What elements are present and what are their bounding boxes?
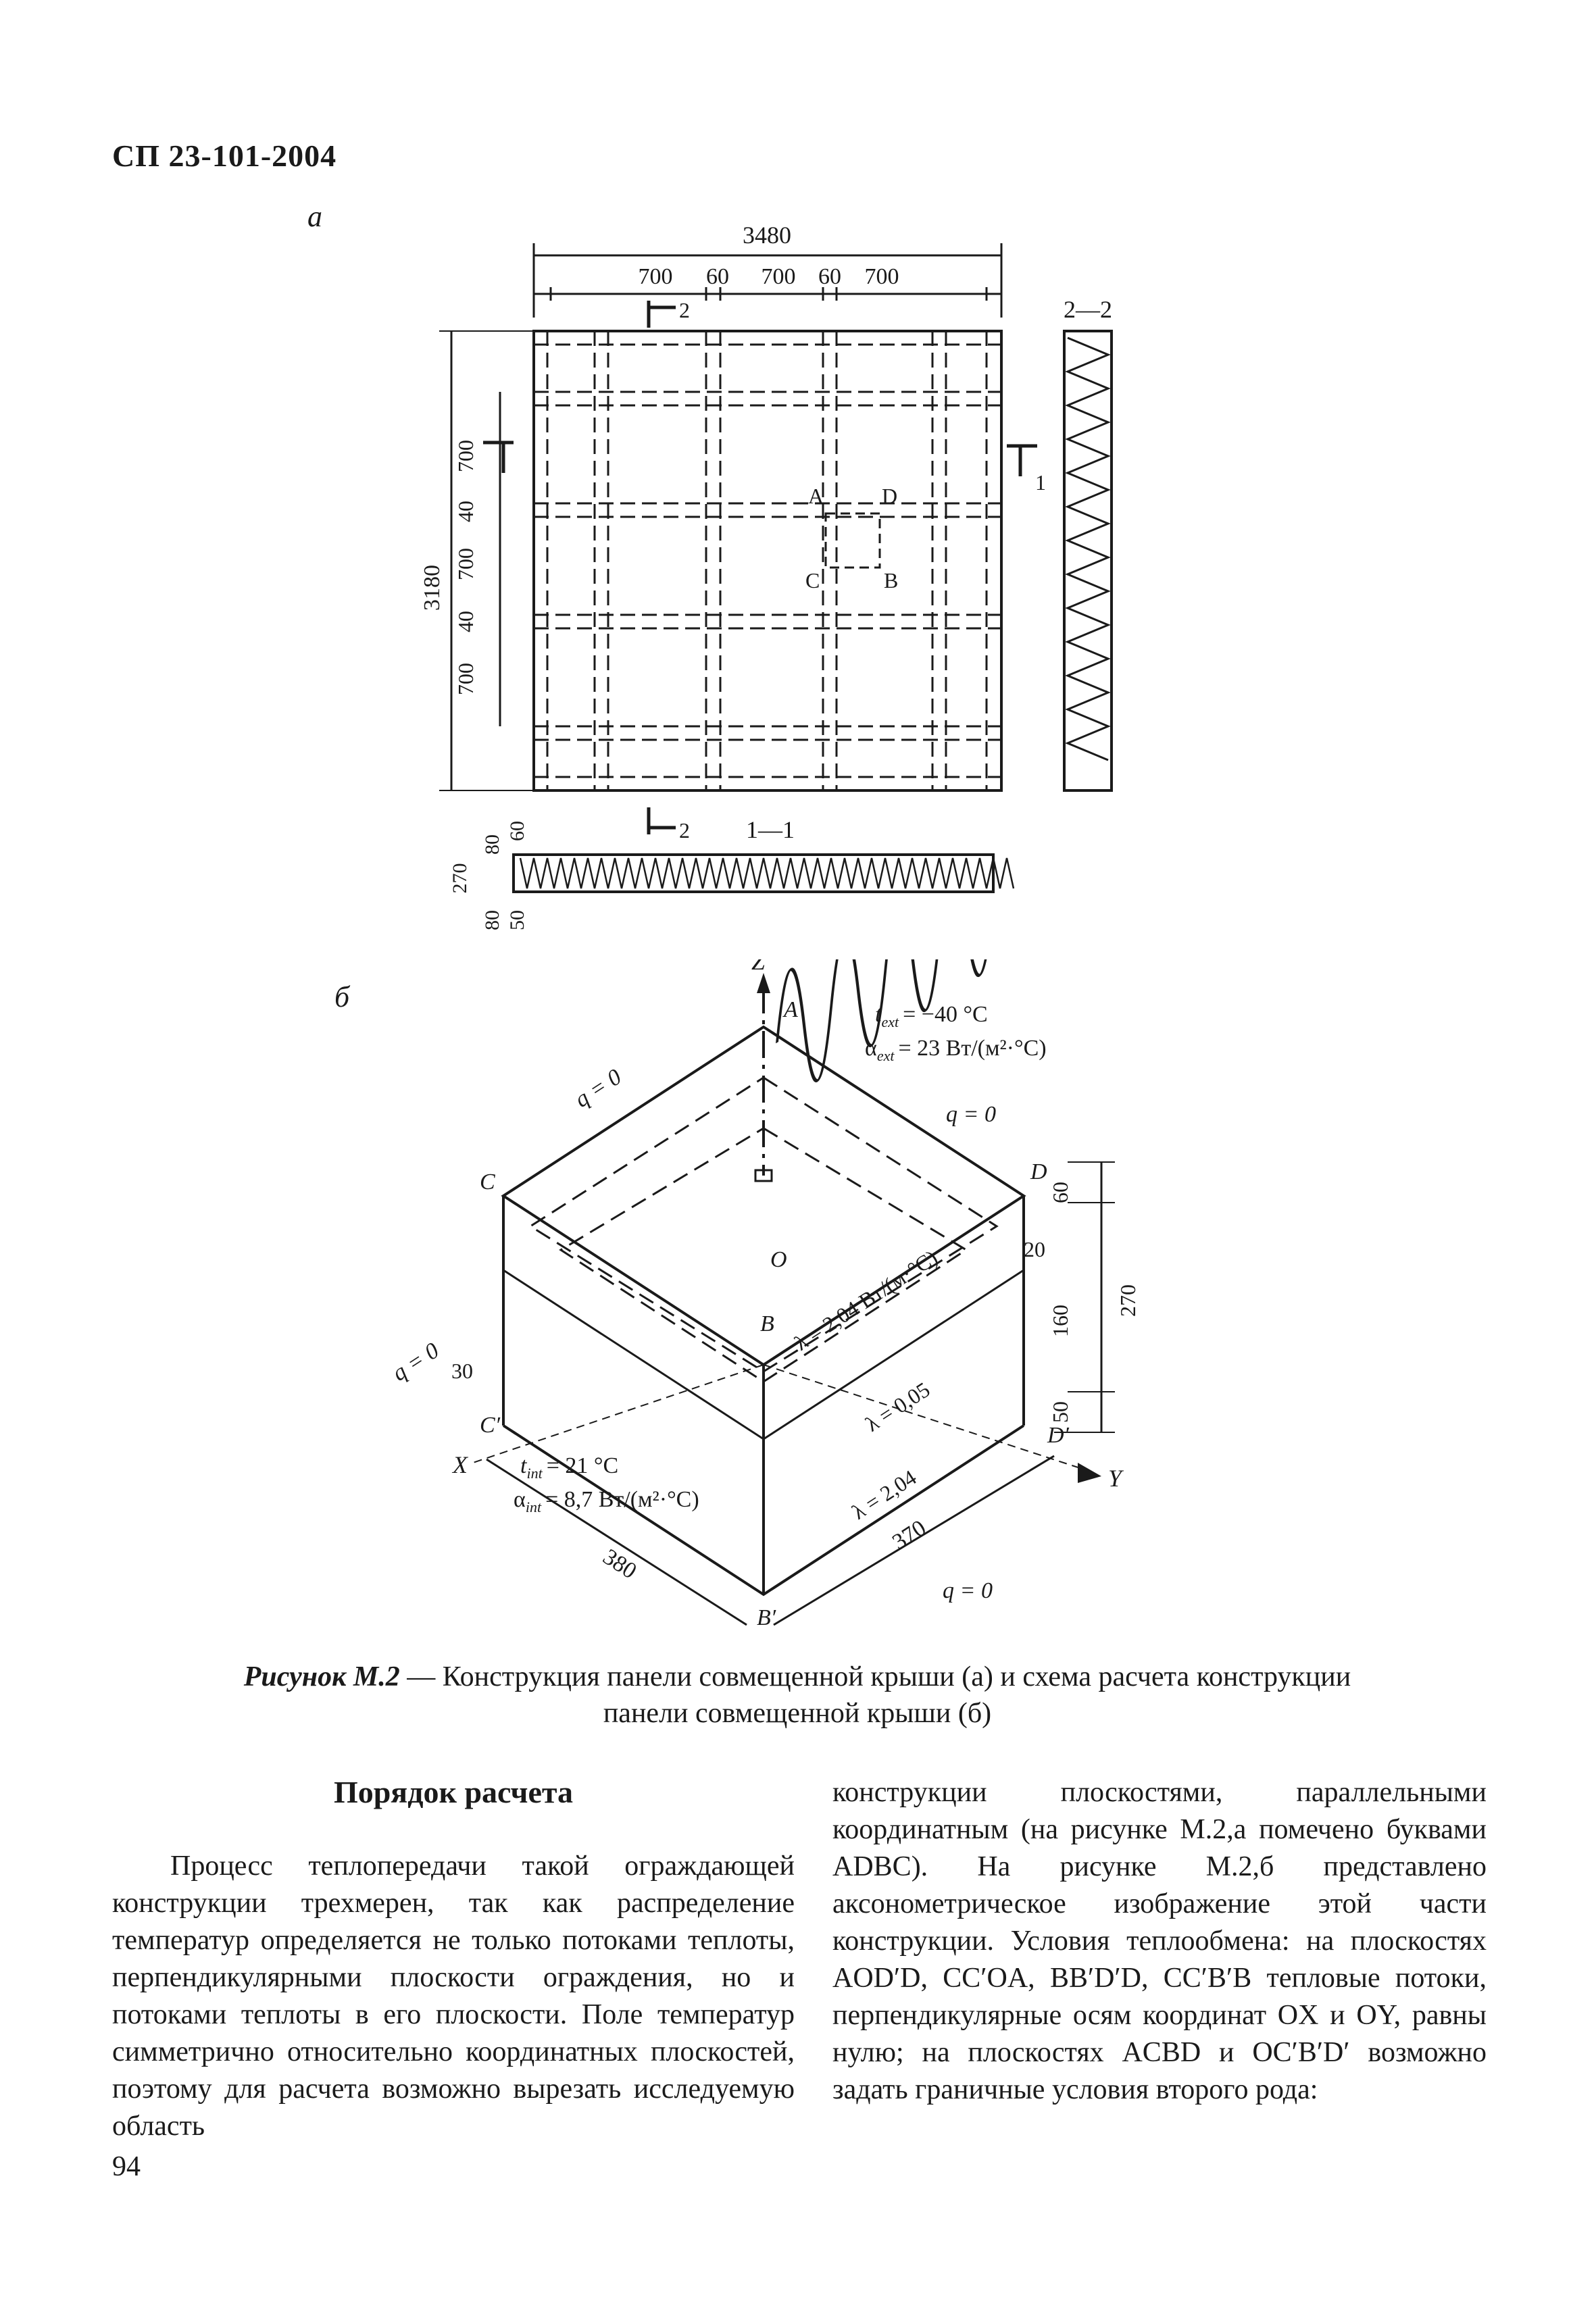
section-mark-1: 1 (1035, 470, 1046, 495)
dim-h-seg-3: 700 (453, 548, 478, 580)
body-column-left: Процесс теплопередачи такой ограждающей … (112, 1848, 795, 2145)
area-adbc (824, 512, 881, 569)
section-mark-2-top: 2 (679, 298, 690, 322)
section-1-1-drawing (512, 853, 995, 893)
dim-h-seg-4: 40 (453, 611, 478, 632)
dim-s1-270: 270 (449, 863, 471, 894)
dim-s1-50: 50 (506, 910, 528, 930)
point-d: D (1030, 1159, 1047, 1184)
dim-h-seg-5: 700 (453, 663, 478, 695)
roof-panel-outline (532, 330, 1003, 792)
point-o: O (770, 1247, 787, 1272)
point-c-label: C (805, 568, 820, 593)
point-a-label: A (808, 484, 824, 508)
point-d-prime: D′ (1047, 1423, 1070, 1448)
dim-380: 380 (599, 1544, 641, 1584)
figure-a-panel-drawing: а 3480 700 60 700 60 700 2 2 (307, 200, 1113, 930)
section-heading: Порядок расчета (333, 1775, 574, 1809)
section-2-2-drawing (1063, 330, 1113, 792)
dim-seg-5: 700 (865, 264, 899, 289)
dim-h-seg-1: 700 (453, 440, 478, 472)
dim-60: 60 (1048, 1182, 1072, 1203)
axis-x-label: X (451, 1451, 469, 1478)
t-int-symbol: tint= 21 °С (520, 1453, 618, 1482)
dim-seg-2: 60 (706, 264, 729, 289)
page-number: 94 (112, 2151, 141, 2182)
document-code-header: СП 23-101-2004 (112, 139, 337, 173)
dim-270: 270 (1116, 1284, 1140, 1317)
dim-s1-80-bottom: 80 (481, 910, 503, 930)
point-b: B (760, 1311, 774, 1336)
point-b-prime: B′ (757, 1605, 776, 1630)
body-paragraph-left: Процесс теплопередачи такой ограждающей … (112, 1851, 795, 2142)
dim-s1-60: 60 (506, 821, 528, 841)
figure-b-axonometric-scheme: б Z X Y A C D O B C′ D′ B′ text= −40 °С … (334, 959, 1140, 1630)
alpha-ext-symbol: αext= 23 Вт/(м²·°С) (865, 1036, 1047, 1064)
point-d-label: D (882, 484, 897, 508)
dim-seg-4: 60 (818, 264, 841, 289)
figure-b-label: б (334, 980, 351, 1013)
section-mark-2-bottom: 2 (679, 818, 690, 842)
axis-z-label: Z (751, 959, 766, 975)
qx-zero-right: q = 0 (946, 1102, 996, 1127)
body-column-right: конструкции плоскостями, параллельными к… (832, 1774, 1487, 2109)
dim-overall-height: 3180 (420, 565, 445, 611)
point-a: A (782, 997, 798, 1022)
figure-a-label: а (307, 200, 322, 233)
dim-seg-3: 700 (762, 264, 796, 289)
dim-370: 370 (888, 1515, 930, 1555)
figure-caption: Рисунок М.2 — Конструкция панели совмеще… (203, 1659, 1392, 1732)
dim-seg-1: 700 (639, 264, 673, 289)
section-2-title: 2—2 (1064, 296, 1112, 323)
point-c-prime: C′ (480, 1413, 501, 1438)
alpha-int-symbol: αint= 8,7 Вт/(м²·°С) (514, 1487, 699, 1515)
dim-overall-width: 3480 (743, 222, 791, 249)
dim-20: 20 (1024, 1237, 1045, 1261)
t-ext-symbol: text= −40 °С (875, 1002, 988, 1030)
qy-zero-bottom: q = 0 (943, 1578, 993, 1603)
caption-text: — Конструкция панели совмещенной крыши (… (399, 1661, 1351, 1729)
dim-160: 160 (1048, 1305, 1072, 1337)
qy-zero-top: q = 0 (570, 1064, 626, 1112)
qx-zero-left: q = 0 (388, 1338, 443, 1386)
section-1-title: 1—1 (746, 816, 795, 843)
lambda-mid-label: λ = 0,05 (861, 1377, 934, 1436)
dim-s1-80-top: 80 (481, 834, 503, 855)
point-c: C (480, 1169, 495, 1194)
caption-label: Рисунок М.2 (243, 1661, 400, 1692)
dim-30: 30 (451, 1359, 473, 1383)
axis-y-label: Y (1108, 1465, 1124, 1492)
point-b-label: B (884, 568, 898, 593)
dim-50: 50 (1048, 1401, 1072, 1423)
body-paragraph-right: конструкции плоскостями, параллельными к… (832, 1777, 1487, 2105)
dim-h-seg-2: 40 (453, 501, 478, 522)
